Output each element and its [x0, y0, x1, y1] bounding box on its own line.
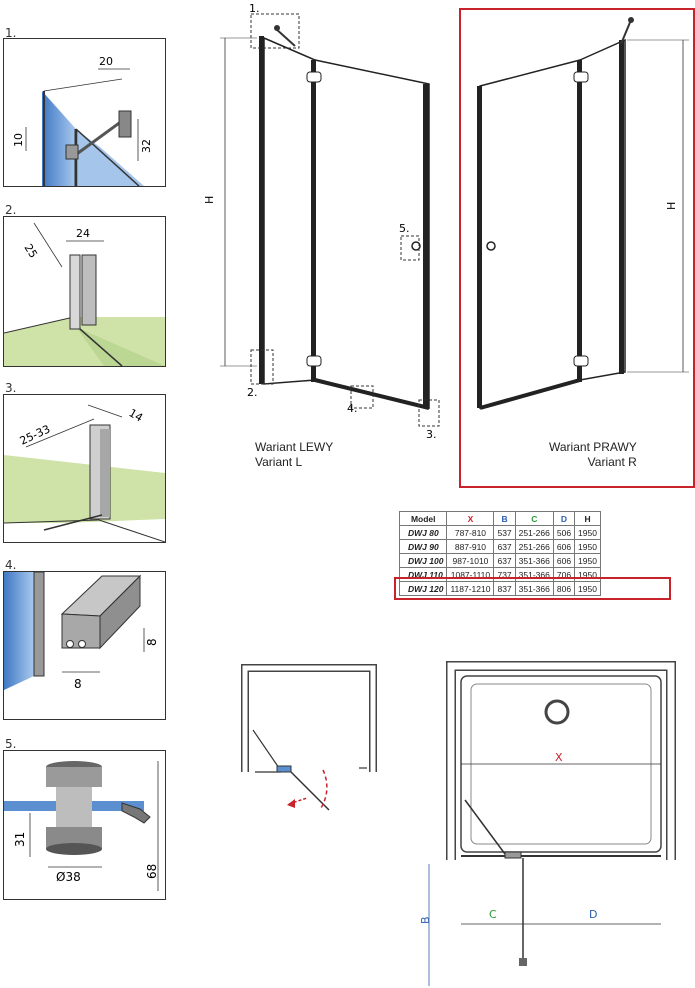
variant-left-callout-4: 4.	[347, 402, 358, 415]
detail-2-label: 2.	[5, 203, 17, 217]
detail-4-panel: 8 8	[3, 571, 166, 720]
spec-table: Model X B C D H DWJ 80 787-810 537 251-2…	[398, 511, 601, 596]
plan-dim-b: B	[419, 916, 432, 924]
detail-1-dim-20: 20	[99, 55, 113, 68]
spec-header-c: C	[514, 511, 554, 526]
detail-5-dim-diameter: Ø38	[56, 870, 81, 884]
spec-cell: 637	[493, 553, 516, 568]
variant-left-dim-h: H	[205, 196, 216, 204]
detail-5-dim-68: 68	[145, 864, 159, 879]
table-row: DWJ 80 787-810 537 251-266 506 1950	[398, 525, 601, 540]
spec-table-header-row: Model X B C D H	[398, 511, 601, 526]
spec-cell: 606	[552, 553, 576, 568]
plan-views: X B C D	[241, 661, 676, 986]
spec-row-highlight	[394, 577, 671, 600]
variant-right-drawing: H	[477, 17, 689, 410]
spec-cell: 251-266	[514, 539, 554, 554]
detail-3-drawing: 25-33 14	[4, 404, 165, 542]
installation-plan: X B C D	[419, 661, 676, 986]
variant-right-dim-h: H	[665, 202, 678, 210]
spec-cell: 837	[493, 581, 516, 596]
table-row: DWJ 100 987-1010 637 351-366 606 1950	[398, 553, 601, 568]
spec-cell: 806	[552, 581, 576, 596]
spec-cell: 351-366	[514, 553, 554, 568]
spec-cell: 987-1010	[446, 553, 495, 568]
detail-3-dim-14: 14	[127, 406, 146, 424]
spec-header-d: D	[552, 511, 576, 526]
detail-1-dim-10: 10	[12, 133, 25, 147]
detail-1-panel: 20 10 32	[3, 38, 166, 187]
variant-left-drawing: H 1. 2. 3. 4. 5.	[205, 2, 440, 441]
elevation-drawings: H 1. 2. 3. 4. 5.	[205, 2, 689, 441]
spec-cell: 606	[552, 539, 576, 554]
spec-cell: 1950	[574, 581, 601, 596]
plan-dim-d: D	[589, 908, 597, 921]
spec-cell: 1950	[574, 553, 601, 568]
spec-cell: DWJ 120	[398, 581, 448, 596]
detail-5-label: 5.	[5, 737, 17, 751]
detail-2-drawing: 25 24	[4, 222, 165, 366]
spec-header-x: X	[446, 511, 495, 526]
door-swing-plan	[241, 664, 377, 811]
spec-cell: 1950	[574, 539, 601, 554]
detail-5-panel: 31 Ø38 68	[3, 750, 166, 900]
table-row: DWJ 90 887-910 637 251-266 606 1950	[398, 539, 601, 554]
variant-right-highlight-frame	[459, 8, 695, 488]
spec-cell: 787-810	[446, 525, 495, 540]
variant-left-callout-5: 5.	[399, 222, 410, 235]
detail-2-panel: 25 24	[3, 216, 166, 367]
detail-5-drawing: 31 Ø38 68	[4, 761, 159, 891]
spec-header-h: H	[574, 511, 601, 526]
spec-cell: 351-366	[514, 581, 554, 596]
detail-4-label: 4.	[5, 558, 17, 572]
plan-dim-x: X	[555, 751, 563, 764]
spec-cell: 537	[493, 525, 516, 540]
detail-2-dim-25: 25	[21, 242, 39, 261]
detail-3-label: 3.	[5, 381, 17, 395]
spec-cell: DWJ 90	[398, 539, 448, 554]
spec-header-model: Model	[398, 511, 448, 526]
spec-header-b: B	[493, 511, 516, 526]
spec-cell: 506	[552, 525, 576, 540]
detail-2-dim-24: 24	[76, 227, 90, 240]
detail-3-panel: 25-33 14	[3, 394, 166, 543]
spec-cell: 1950	[574, 525, 601, 540]
detail-1-drawing: 20 10 32	[12, 55, 153, 186]
plan-dim-c: C	[489, 908, 497, 921]
detail-5-dim-31: 31	[13, 832, 27, 847]
variant-right-caption: Wariant PRAWY Variant R	[549, 440, 637, 470]
spec-cell: 637	[493, 539, 516, 554]
spec-cell: 887-910	[446, 539, 495, 554]
detail-4-dim-height: 8	[145, 638, 159, 646]
detail-1-dim-32: 32	[140, 139, 153, 153]
variant-left-callout-1: 1.	[249, 2, 260, 15]
detail-4-dim-width: 8	[74, 677, 82, 691]
detail-4-drawing: 8 8	[4, 572, 159, 691]
detail-3-dim-25-33: 25-33	[18, 422, 52, 447]
variant-left-name-pl: Wariant LEWY	[255, 440, 334, 454]
table-row: DWJ 120 1187-1210 837 351-366 806 1950	[398, 581, 601, 596]
variant-left-name-en: Variant L	[255, 455, 303, 469]
detail-1-label: 1.	[5, 26, 17, 40]
variant-right-name-en: Variant R	[587, 455, 637, 469]
spec-cell: DWJ 80	[398, 525, 448, 540]
variant-right-name-pl: Wariant PRAWY	[549, 440, 637, 454]
spec-cell: DWJ 100	[398, 553, 448, 568]
variant-left-callout-2: 2.	[247, 386, 258, 399]
spec-cell: 251-266	[514, 525, 554, 540]
variant-left-callout-3: 3.	[426, 428, 437, 441]
variant-left-caption: Wariant LEWY Variant L	[255, 440, 333, 470]
